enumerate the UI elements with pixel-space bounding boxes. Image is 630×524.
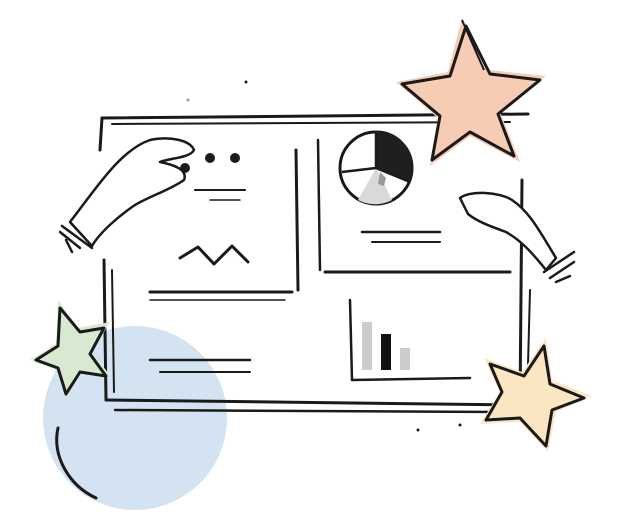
zigzag-line-icon — [178, 244, 250, 266]
pie-chart-icon — [338, 130, 414, 206]
bar-chart-icon — [362, 322, 410, 370]
star-icon-yellow — [480, 338, 592, 452]
curve-stroke — [55, 426, 98, 500]
star-icon-orange — [396, 18, 546, 166]
speck — [416, 428, 420, 432]
speck — [186, 98, 190, 102]
right-hand-icon — [458, 191, 576, 284]
left-hand-icon — [58, 137, 196, 254]
speck — [244, 80, 248, 84]
speck — [458, 423, 462, 427]
dot-indicator — [205, 153, 215, 163]
star-icon-green — [30, 300, 112, 400]
dot-indicator — [230, 153, 240, 163]
